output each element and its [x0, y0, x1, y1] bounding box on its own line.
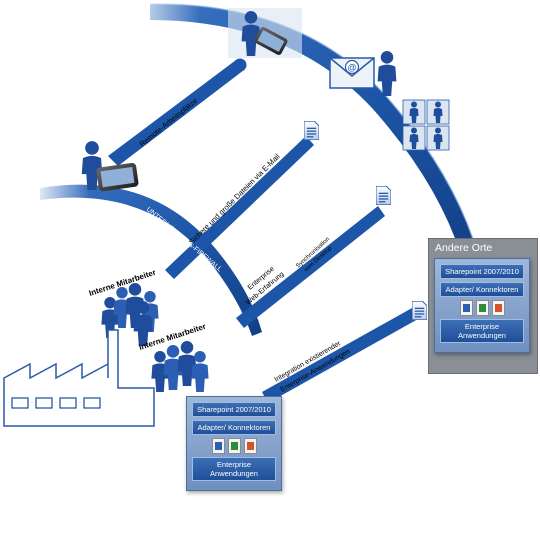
- adapter-tile: Adapter/ Konnektoren: [192, 420, 276, 435]
- document-icon-sync: [376, 186, 391, 205]
- mobile-user-top: [228, 8, 302, 58]
- excel-icon: [475, 300, 489, 316]
- factory-icon: [3, 329, 155, 427]
- tube-email: [165, 136, 314, 279]
- email-user: @: [329, 51, 397, 96]
- internal-staff-group-2: [151, 341, 209, 392]
- enterprise-apps-tile: Enterprise Anwendungen: [440, 319, 524, 343]
- smartphone-icon: [96, 162, 139, 192]
- people-grid: [402, 99, 450, 151]
- tube-integration: [262, 308, 418, 403]
- remote-label: Remote-Arbeitsplätze: [138, 96, 200, 148]
- email-label: Sichere und große Dateien via E-Mail: [187, 152, 282, 247]
- excel-icon: [227, 438, 241, 454]
- word-icon: [211, 438, 225, 454]
- powerpoint-icon: [491, 300, 505, 316]
- enterprise-apps-tile: Enterprise Anwendungen: [192, 457, 276, 481]
- sharepoint-tile: Sharepoint 2007/2010: [440, 264, 524, 279]
- document-icon-integration: [412, 301, 427, 320]
- envelope-icon: @: [329, 57, 375, 89]
- band-fade: [120, 0, 200, 26]
- enterprise-stack-remote: Sharepoint 2007/2010 Adapter/ Konnektore…: [434, 258, 530, 353]
- svg-text:@: @: [347, 63, 356, 73]
- other-locations-title: Andere Orte: [435, 242, 493, 254]
- document-icon-email: [304, 121, 319, 140]
- office-apps: [440, 300, 524, 316]
- office-apps: [192, 438, 276, 454]
- smartphone-icon: [254, 27, 288, 55]
- adapter-tile: Adapter/ Konnektoren: [440, 282, 524, 297]
- remote-worker: [81, 141, 139, 192]
- tube-sync: [236, 206, 385, 328]
- powerpoint-icon: [243, 438, 257, 454]
- enterprise-stack-internal: Sharepoint 2007/2010 Adapter/ Konnektore…: [186, 396, 282, 491]
- enterprise-firewall-band: [40, 184, 262, 336]
- sharepoint-tile: Sharepoint 2007/2010: [192, 402, 276, 417]
- tube-remote: [108, 60, 244, 166]
- word-icon: [459, 300, 473, 316]
